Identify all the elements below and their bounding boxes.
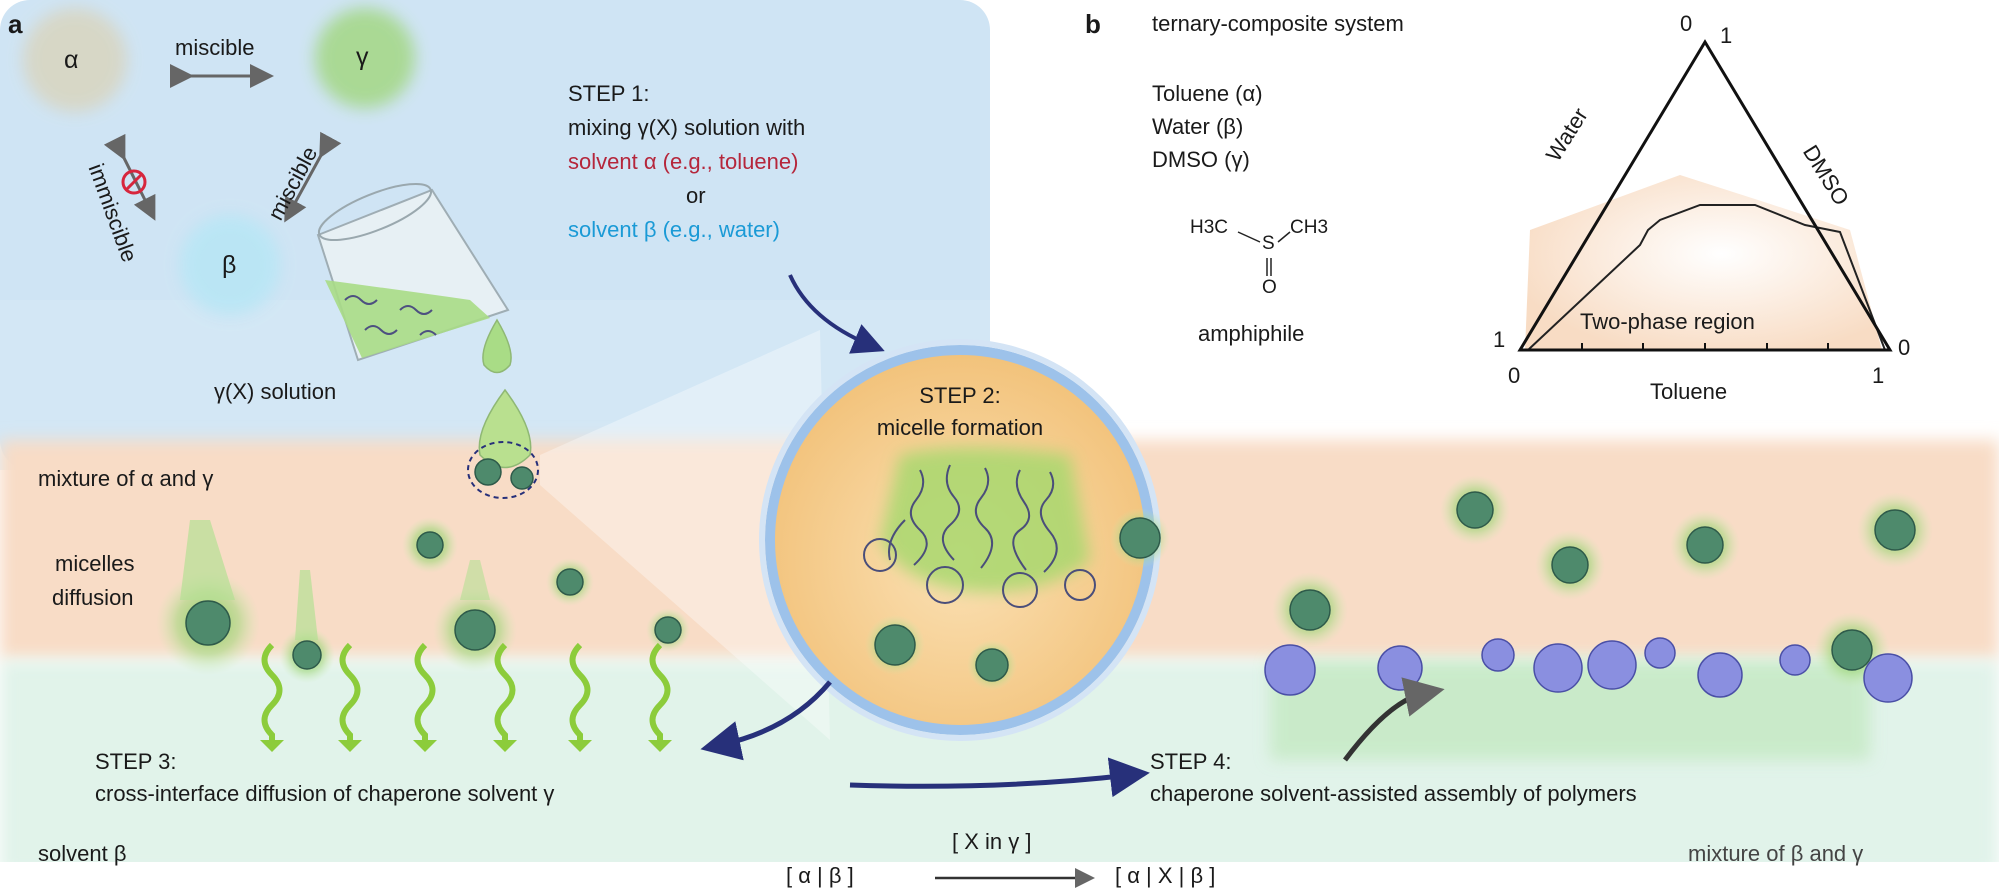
- step3-line1: cross-interface diffusion of chaperone s…: [95, 781, 555, 806]
- molecule-oxygen: O: [1262, 277, 1277, 298]
- molecule-right-group: CH3: [1290, 217, 1329, 238]
- step1-arrow: [788, 274, 885, 354]
- ternary-diagram: [1517, 39, 1893, 352]
- molecule-sulfur: S: [1262, 233, 1275, 254]
- drop-zoom-ring: [467, 441, 539, 499]
- solvent-beta-label: β: [222, 251, 237, 279]
- prohibited-slash: [124, 172, 144, 192]
- diffusion-label: diffusion: [52, 585, 134, 610]
- solvent-alpha-circle: [23, 8, 127, 112]
- micelles-label: micelles: [55, 551, 135, 576]
- step1-solvent-alpha: solvent α (e.g., toluene): [568, 149, 799, 174]
- binodal-curve: [1527, 204, 1886, 351]
- miscible-arrow-right: [284, 131, 342, 223]
- component-water: Water (β): [1152, 114, 1244, 139]
- green-diffusion-arrows: [261, 642, 671, 740]
- molecule-bonds: [1237, 231, 1291, 276]
- drop-icon-small: [482, 318, 512, 374]
- tick-left: 1: [1493, 327, 1506, 352]
- gamma-cloud: [880, 447, 1090, 592]
- tick-bottom-left: 0: [1508, 363, 1521, 388]
- circle-micelles: [865, 508, 1170, 690]
- green-arrow-heads: [260, 740, 672, 752]
- amphiphile-label: amphiphile: [1198, 321, 1305, 346]
- solvent-gamma-label: γ: [356, 43, 369, 71]
- step3-to-step4-arrow: [849, 757, 1150, 798]
- polymer-assemblies: [1264, 637, 1913, 703]
- step1-solvent-beta: solvent β (e.g., water): [568, 217, 780, 242]
- tick-right: 0: [1898, 335, 1911, 360]
- two-phase-region-fill: [1525, 175, 1882, 350]
- diffusion-tail: [180, 520, 235, 600]
- polymer-chains: [863, 464, 1096, 608]
- tick-top-right: 1: [1720, 23, 1733, 48]
- step3-title: STEP 3:: [95, 749, 177, 774]
- equation-arrow-label: [ X in γ ]: [952, 829, 1032, 854]
- equation-left: [ α | β ]: [786, 863, 854, 888]
- tick-bottom-right: 1: [1872, 363, 1885, 388]
- panel-b-title: ternary-composite system: [1152, 11, 1404, 36]
- ternary-bottom-axis: Toluene: [1650, 379, 1728, 404]
- solution-label: γ(X) solution: [214, 379, 337, 404]
- step4-line1: chaperone solvent-assisted assembly of p…: [1150, 781, 1637, 806]
- mixture-beta-gamma-label: mixture of β and γ: [1688, 841, 1864, 866]
- prohibited-icon: [121, 169, 147, 195]
- step2-to-step3-arrow: [700, 680, 832, 761]
- step2-title: STEP 2:: [919, 383, 1001, 408]
- tick-top-left: 0: [1680, 11, 1693, 36]
- layer-top-label: mixture of α and γ: [38, 466, 214, 491]
- solvent-alpha-label: α: [64, 46, 79, 74]
- step4-title: STEP 4:: [1150, 749, 1232, 774]
- equation-right: [ α | X | β ]: [1115, 863, 1216, 888]
- micelle-cores: [185, 458, 1916, 671]
- component-dmso: DMSO (γ): [1152, 147, 1250, 172]
- step1-title: STEP 1:: [568, 81, 650, 106]
- diffusion-tail: [460, 560, 490, 600]
- solvent-beta-layer-label: solvent β: [38, 841, 127, 866]
- miscible-top-label: miscible: [175, 35, 255, 60]
- solvent-gamma-circle: [315, 8, 415, 108]
- diffusion-tail: [295, 570, 318, 640]
- step1-line1: mixing γ(X) solution with: [568, 115, 806, 140]
- molecule-left-group: H3C: [1190, 217, 1229, 238]
- two-phase-region-label: Two-phase region: [1580, 309, 1755, 334]
- beaker-icon: [316, 183, 510, 362]
- step2-line1: micelle formation: [876, 415, 1044, 440]
- component-toluene: Toluene (α): [1152, 81, 1263, 106]
- panel-b-label: b: [1085, 9, 1101, 39]
- drop-icon-large: [478, 388, 532, 469]
- assembly-pointer-arrow: [1343, 677, 1445, 762]
- solvent-beta-circle: [180, 215, 280, 315]
- zoom-cone: [540, 330, 830, 740]
- panel-a-label: a: [8, 9, 23, 39]
- step1-or: or: [686, 183, 706, 208]
